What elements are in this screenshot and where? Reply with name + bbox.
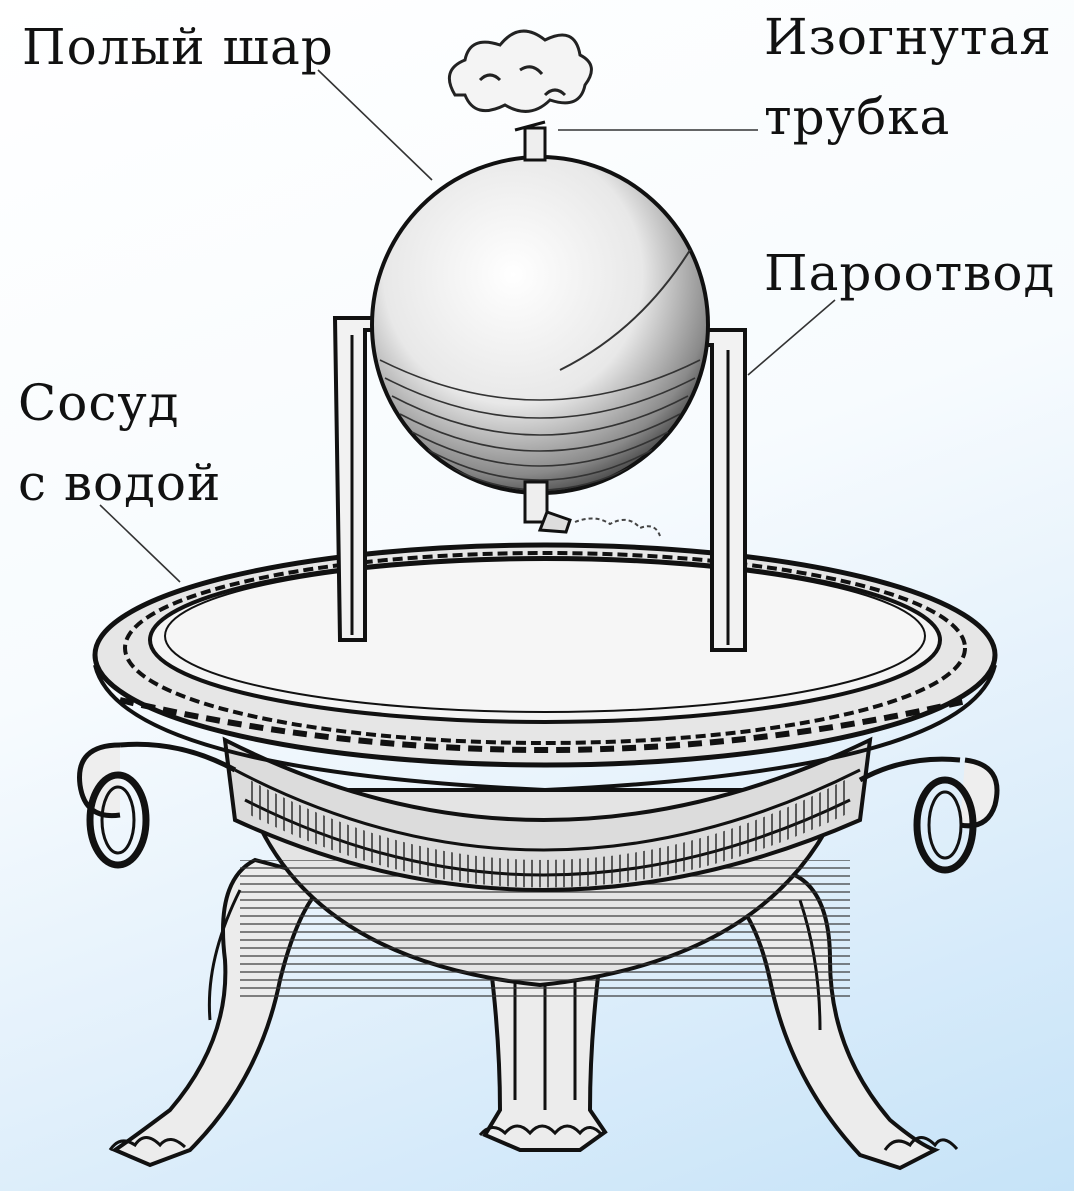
vessel-bowl (225, 740, 870, 1000)
label-hollow-sphere: Полый шар (22, 12, 334, 82)
leader-hollow-sphere (318, 70, 432, 180)
label-vessel-line2: с водой (18, 448, 221, 518)
vessel-rim (95, 545, 995, 790)
steam-puff (449, 31, 591, 111)
label-steam-pipe: Пароотвод (764, 238, 1055, 308)
label-bent-tube-line2: трубка (764, 82, 950, 152)
label-vessel-line1: Сосуд (18, 368, 180, 438)
label-bent-tube-line1: Изогнутая (764, 2, 1052, 72)
hollow-sphere (372, 122, 708, 536)
leader-steam-pipe (748, 300, 835, 375)
